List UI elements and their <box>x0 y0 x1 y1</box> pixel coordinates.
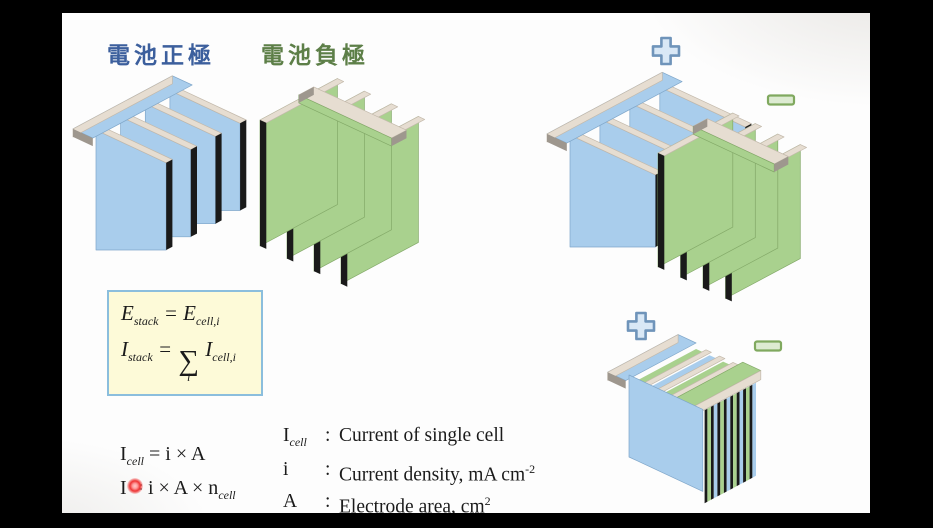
electrode-diagrams <box>72 36 807 504</box>
minus-terminal-icon <box>753 340 783 352</box>
slide-area: 電池正極 電池負極 Estack = Ecell,i Istack = ∑i I… <box>62 13 870 513</box>
plus-terminal-icon <box>651 36 681 66</box>
assembled-stack-figure <box>607 311 783 504</box>
legend-row-icell: Icell : Current of single cell <box>283 425 505 449</box>
negative-electrode-label: 電池負極 <box>261 43 369 68</box>
negative-electrode-figure <box>259 78 426 287</box>
positive-electrode-label: 電池正極 <box>107 43 215 68</box>
symbol-legend: Icell : Current of single cell i : Curre… <box>283 422 540 513</box>
stack-total-current-equation: I = i × A × ncell <box>120 477 236 502</box>
stack-current-equation: Istack = ∑i Icell,i <box>121 337 236 384</box>
plus-terminal-icon <box>626 311 656 341</box>
interleaved-assembly-figure <box>546 36 807 302</box>
legend-row-electrode-area: A : Electrode area, cm2 <box>283 491 491 513</box>
legend-row-current-density: i : Current density, mA cm-2 <box>283 458 536 486</box>
summation-symbol: ∑i <box>178 345 200 384</box>
cell-current-equations: Icell = i × A I = i × A × ncell <box>120 441 236 509</box>
stack-voltage-equation: Estack = Ecell,i <box>121 301 220 329</box>
single-cell-current-equation: Icell = i × A <box>120 443 206 468</box>
minus-terminal-icon <box>766 94 796 106</box>
stack-equation-box: Estack = Ecell,i Istack = ∑i Icell,i <box>107 290 263 396</box>
positive-electrode-figure <box>72 75 247 251</box>
